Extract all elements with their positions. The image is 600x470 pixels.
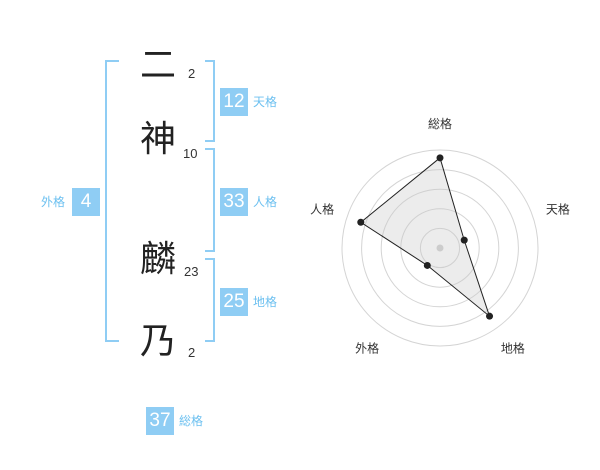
radar-polygon xyxy=(359,156,491,318)
stroke-count-3: 23 xyxy=(184,264,199,279)
stroke-count-1: 2 xyxy=(188,66,196,81)
radar-point-5 xyxy=(357,218,365,226)
jinkaku-bracket xyxy=(205,148,215,252)
jinkaku-label: 人格 xyxy=(253,195,278,209)
radar-axis-label-4: 外格 xyxy=(355,340,379,355)
name-char-1: 二 xyxy=(140,45,177,86)
radar-ring-5 xyxy=(341,149,539,347)
jinkaku-value: 33 xyxy=(220,188,248,216)
gaikaku-label: 外格 xyxy=(41,195,66,209)
radar-point-3 xyxy=(486,312,494,320)
radar-axis-label-1: 総格 xyxy=(428,116,452,131)
tenkaku-bracket xyxy=(205,60,215,142)
tenkaku-value: 12 xyxy=(220,88,248,116)
gaikaku-value: 4 xyxy=(72,188,100,216)
radar-ring-1 xyxy=(419,227,461,269)
soukaku-label: 総格 xyxy=(179,414,204,428)
radar-axis-label-5: 人格 xyxy=(310,202,334,217)
name-char-4: 乃 xyxy=(140,321,177,362)
radar-axis-label-2: 天格 xyxy=(546,202,570,217)
radar-center-dot xyxy=(436,244,444,252)
radar-axis-label-3: 地格 xyxy=(501,340,525,355)
outer-bracket xyxy=(105,60,119,342)
radar-ring-3 xyxy=(380,188,500,308)
name-char-2: 神 xyxy=(140,119,177,160)
radar-ring-4 xyxy=(361,169,519,327)
name-char-3: 麟 xyxy=(140,239,177,280)
stroke-count-4: 2 xyxy=(188,345,196,360)
radar-point-4 xyxy=(423,261,431,269)
soukaku-value: 37 xyxy=(146,407,174,435)
chikaku-label: 地格 xyxy=(253,295,278,309)
chikaku-bracket xyxy=(205,258,215,342)
radar-point-2 xyxy=(460,236,468,244)
tenkaku-label: 天格 xyxy=(253,95,278,109)
chikaku-value: 25 xyxy=(220,288,248,316)
stroke-count-2: 10 xyxy=(183,146,198,161)
radar-point-1 xyxy=(436,154,444,162)
